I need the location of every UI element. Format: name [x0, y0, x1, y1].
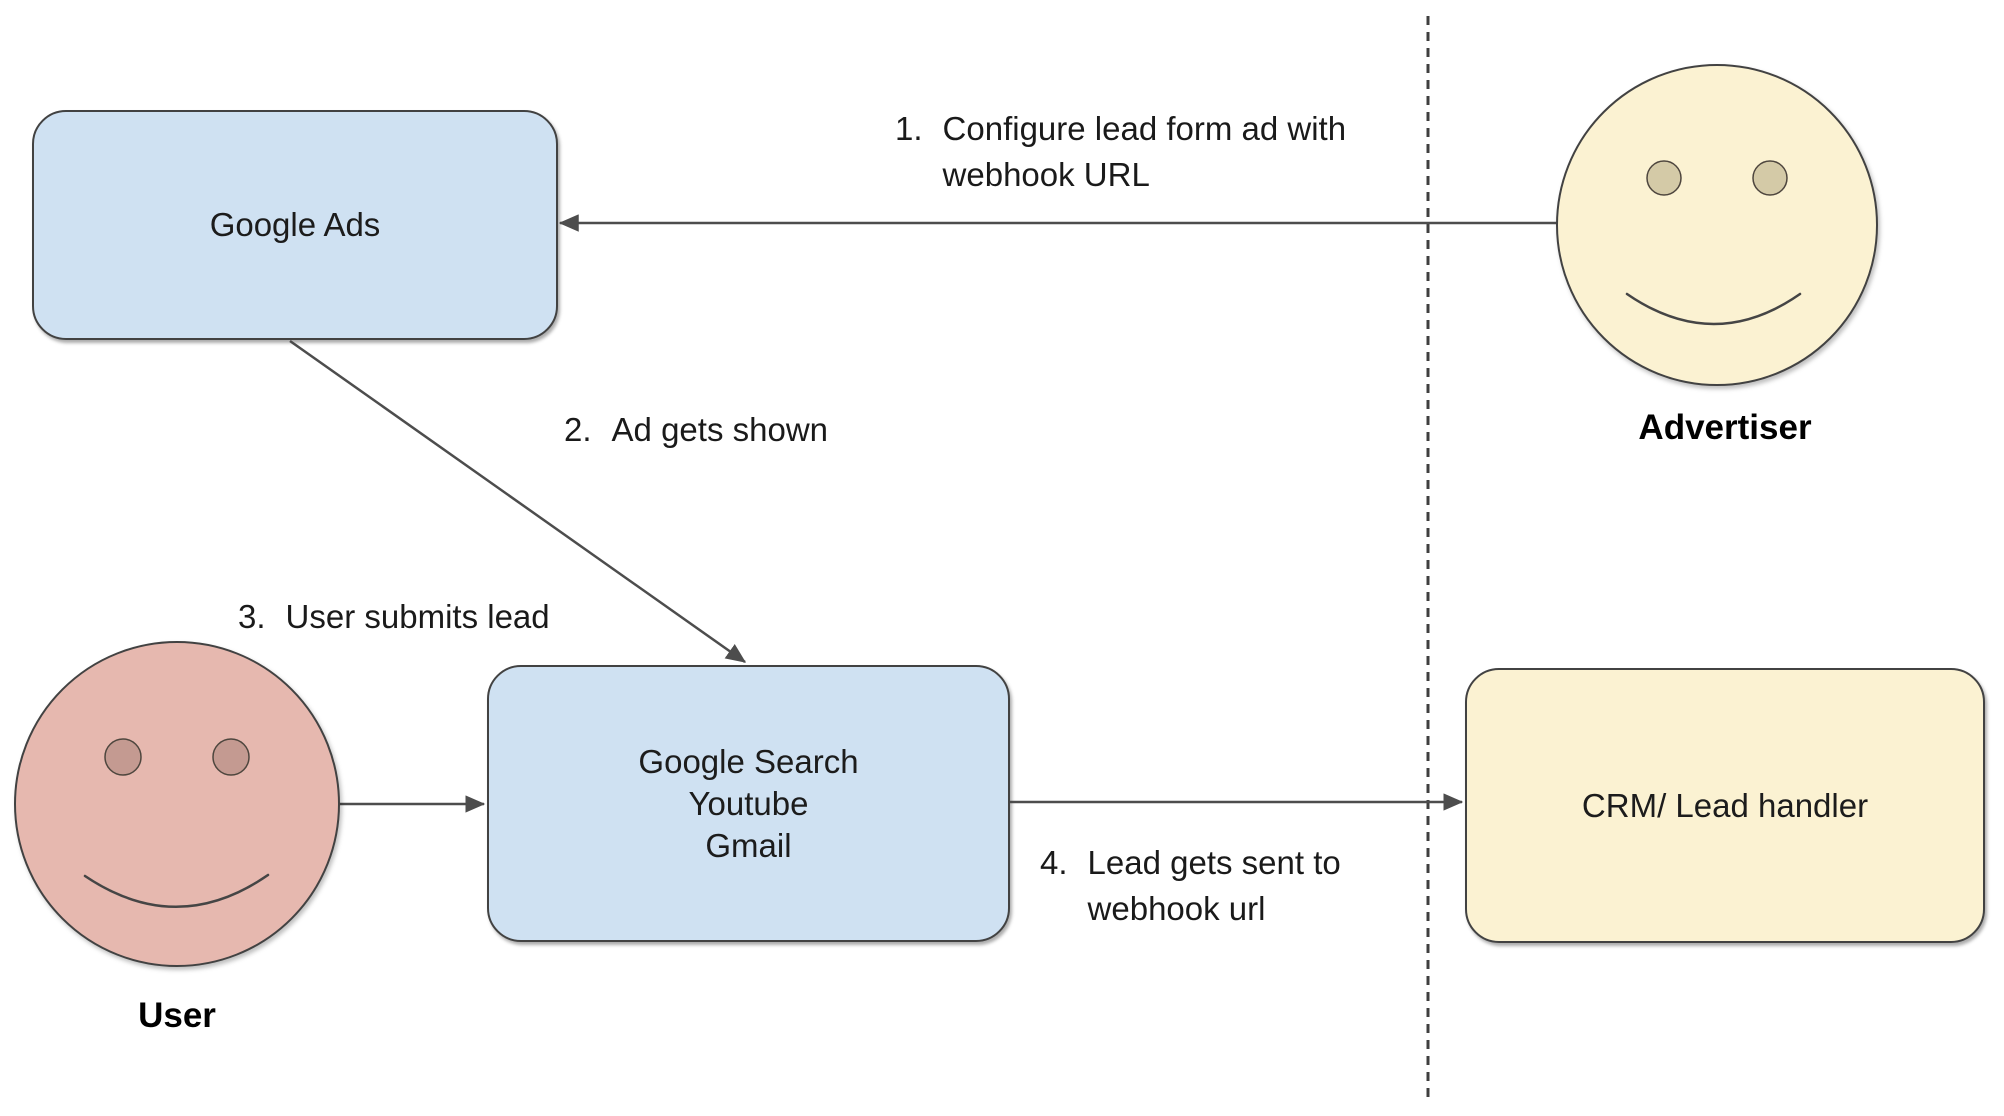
step-number: 2.	[564, 411, 592, 448]
google-properties-label: Google Search Youtube Gmail	[638, 741, 858, 867]
user-label: User	[138, 996, 216, 1035]
advertiser-head	[1556, 64, 1878, 386]
user-left-eye	[104, 738, 142, 776]
user-smile	[83, 873, 270, 908]
user-right-eye	[212, 738, 250, 776]
step-label-lead-sent-to-webhook: 4. Lead gets sent to webhook url	[1040, 840, 1341, 932]
advertiser-smile	[1625, 292, 1802, 326]
step-label-user-submits-lead: 3. User submits lead	[238, 594, 550, 640]
step-number: 4.	[1040, 844, 1068, 881]
google-properties-line-1: Google Search	[638, 742, 859, 780]
step-text-line: User submits lead	[285, 598, 550, 635]
google-ads-label: Google Ads	[209, 206, 381, 243]
step-text-line: Lead gets sent to	[1087, 844, 1341, 881]
user-face	[14, 641, 340, 967]
step-number: 1.	[895, 110, 923, 147]
advertiser-face	[1556, 64, 1878, 386]
google-properties-node: Google Search Youtube Gmail	[487, 665, 1010, 942]
step-number: 3.	[238, 598, 266, 635]
user-head	[14, 641, 340, 967]
step-text-line: webhook url	[1087, 890, 1266, 927]
crm-lead-handler-node: CRM/ Lead handler	[1465, 668, 1985, 943]
step-text-line: webhook URL	[942, 156, 1150, 193]
google-ads-node: Google Ads	[32, 110, 558, 340]
google-properties-line-2: Youtube	[688, 784, 809, 822]
step-label-configure-lead-form: 1. Configure lead form ad with webhook U…	[895, 106, 1346, 198]
crm-label: CRM/ Lead handler	[1581, 786, 1869, 824]
advertiser-left-eye	[1646, 160, 1682, 196]
advertiser-label: Advertiser	[1638, 408, 1812, 447]
arrow-ad-gets-shown	[289, 339, 747, 664]
advertiser-right-eye	[1752, 160, 1788, 196]
step-label-ad-gets-shown: 2. Ad gets shown	[564, 407, 828, 453]
google-properties-line-3: Gmail	[705, 826, 792, 864]
step-text-line: Ad gets shown	[611, 411, 828, 448]
step-text-line: Configure lead form ad with	[942, 110, 1347, 147]
